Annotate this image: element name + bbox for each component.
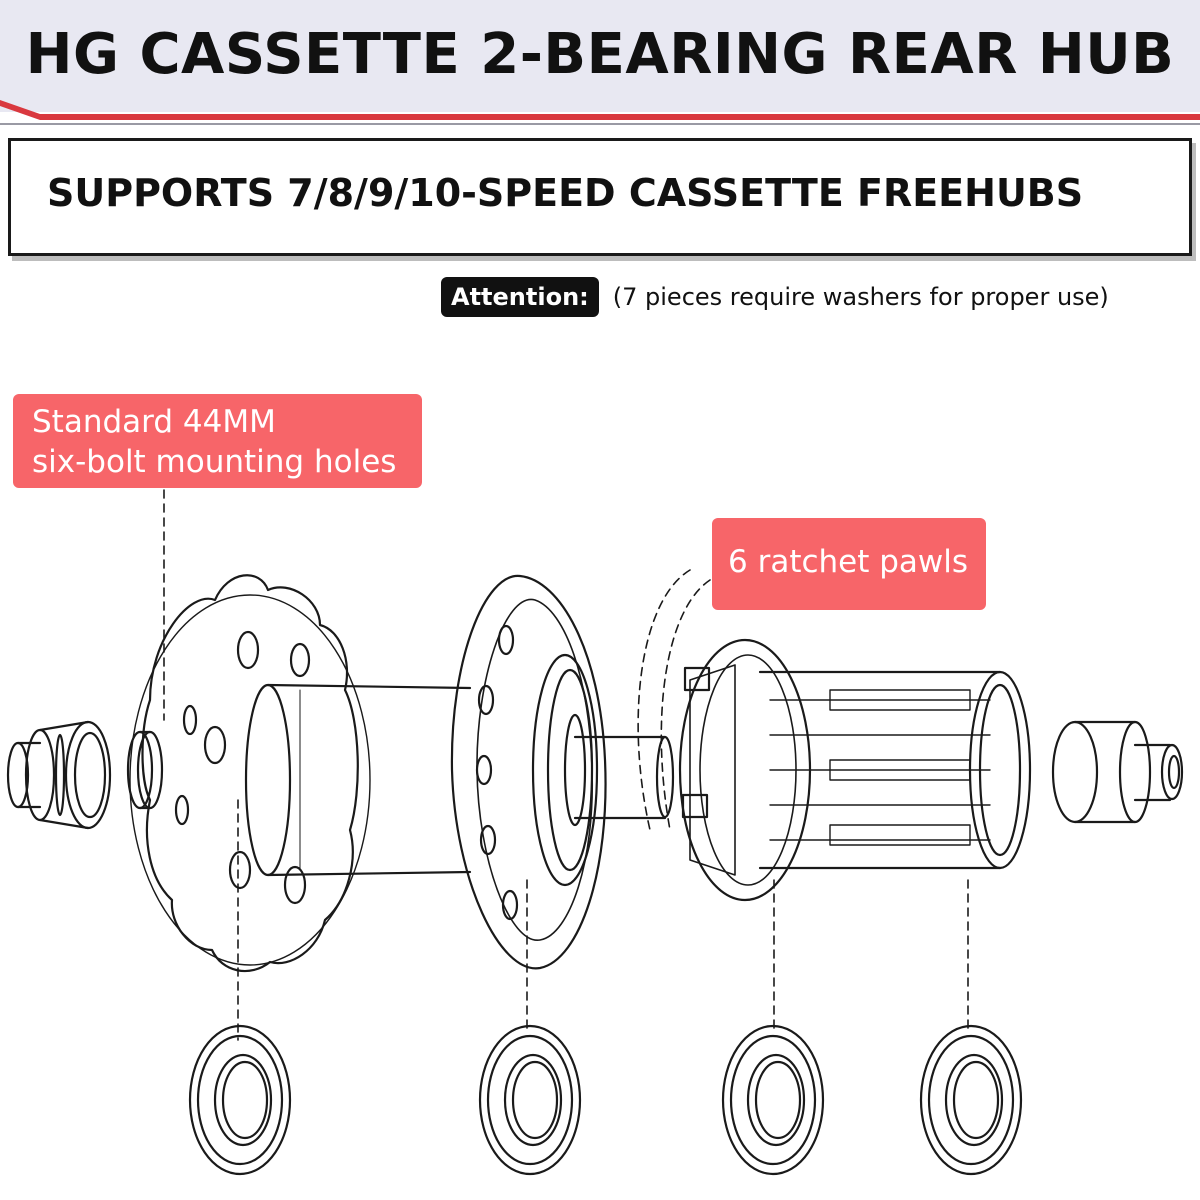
- subtitle-box: SUPPORTS 7/8/9/10-SPEED CASSETTE FREEHUB…: [8, 138, 1192, 256]
- pawl-outline: [637, 569, 711, 831]
- leader-lines: [163, 489, 969, 1041]
- right-hub-flange: [450, 574, 607, 970]
- left-lock-ring: [126, 730, 164, 810]
- axle: [573, 735, 675, 820]
- bearing-4: [919, 1024, 1023, 1176]
- attention-badge: Attention:: [441, 277, 599, 317]
- attention-row: Attention: (7 pieces require washers for…: [441, 276, 1109, 318]
- right-end-cap: [1051, 720, 1184, 824]
- title-band: HG CASSETTE 2-BEARING REAR HUB: [0, 0, 1200, 128]
- mounting-callout-line2: six-bolt mounting holes: [32, 444, 397, 480]
- mounting-holes-callout: Standard 44MM six-bolt mounting holes: [13, 394, 422, 488]
- title-band-background: [0, 0, 1200, 125]
- page-title: HG CASSETTE 2-BEARING REAR HUB: [25, 22, 1175, 87]
- subtitle: SUPPORTS 7/8/9/10-SPEED CASSETTE FREEHUB…: [47, 171, 1084, 215]
- ratchet-pawls-callout: 6 ratchet pawls: [712, 518, 986, 610]
- bearing-3: [721, 1024, 825, 1176]
- pawls-callout-label: 6 ratchet pawls: [728, 544, 969, 580]
- left-end-cap: [6, 720, 112, 830]
- bearing-1: [188, 1024, 292, 1176]
- cassette-freehub-body: [678, 638, 1032, 902]
- mounting-callout-line1: Standard 44MM: [32, 404, 276, 440]
- hub-body: [244, 683, 472, 877]
- bearing-2: [478, 1024, 582, 1176]
- attention-note: (7 pieces require washers for proper use…: [612, 283, 1109, 311]
- left-hub-flange: [129, 574, 371, 972]
